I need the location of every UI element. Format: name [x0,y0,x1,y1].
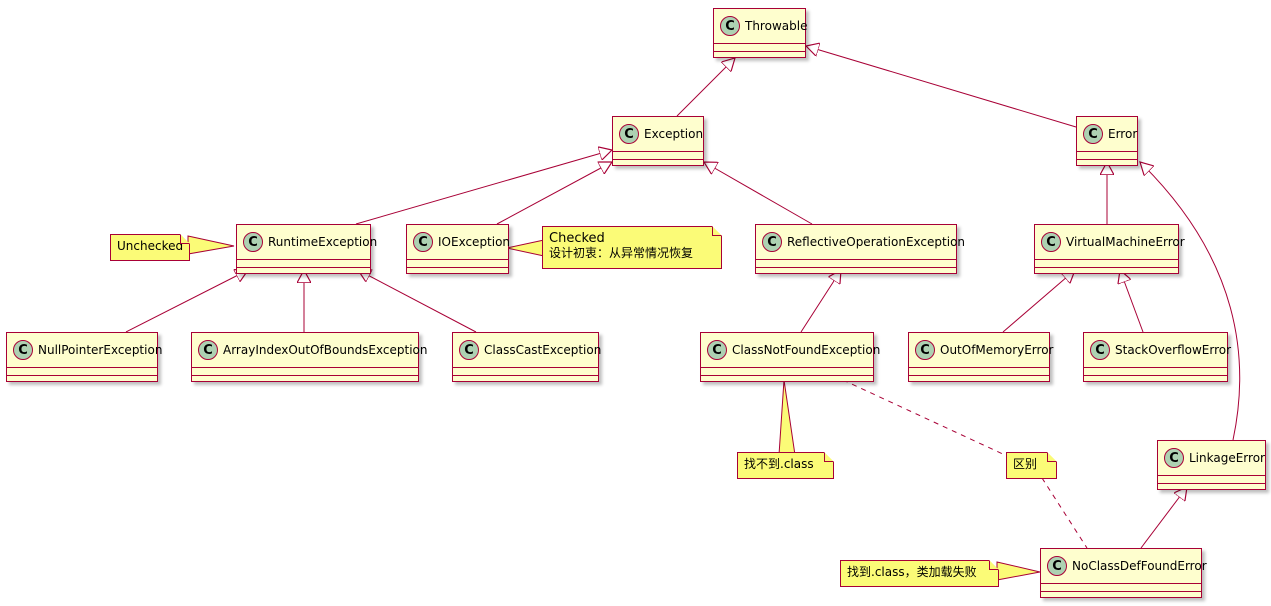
edge-error-throwable [806,46,1077,128]
class-icon: C [13,340,33,360]
note-found-class-load-failed: 找到.class，类加载失败 [840,560,999,587]
note-title: Checked [549,231,605,246]
edge-exception-throwable [676,58,735,117]
class-class-cast-exception: C ClassCastException [452,332,602,382]
edge-reflective-exception [704,162,813,225]
edge-linkage-error [1140,162,1241,441]
class-name: IOException [438,235,511,249]
note-not-found-class: 找不到.class [737,452,834,479]
class-name: LinkageError [1189,451,1265,465]
edge-oome-vme [1002,270,1075,333]
class-icon: C [459,340,479,360]
class-name: StackOverflowError [1115,343,1232,357]
note-checked: Checked 设计初衷：从异常情况恢复 [542,226,722,269]
class-name: Exception [644,127,704,141]
class-io-exception: C IOException [406,224,511,274]
class-class-not-found-exception: C ClassNotFoundException [700,332,880,382]
note-pointer-unchecked [187,235,235,255]
class-no-class-def-found-error: C NoClassDefFoundError [1040,548,1207,598]
class-virtual-machine-error: C VirtualMachineError [1034,224,1185,274]
class-exception: C Exception [612,116,704,166]
edge-runtime-exception [355,150,612,225]
class-array-index-out-of-bounds-exception: C ArrayIndexOutOfBoundsException [191,332,428,382]
class-linkage-error: C LinkageError [1157,440,1266,490]
class-icon: C [707,340,727,360]
class-name: VirtualMachineError [1066,235,1185,249]
note-link-difference-ncdfe [1041,477,1088,549]
note-pointer-not-found [778,379,796,456]
class-icon: C [243,232,263,252]
edge-io-exception [496,162,612,225]
class-runtime-exception: C RuntimeException [236,224,377,274]
note-pointer-checked [506,239,545,257]
class-stack-overflow-error: C StackOverflowError [1083,332,1232,382]
class-throwable: C Throwable [713,8,808,58]
edge-ncdfe-linkage [1140,487,1187,549]
class-name: OutOfMemoryError [940,343,1054,357]
class-name: RuntimeException [268,235,378,249]
class-icon: C [1041,232,1061,252]
class-icon: C [198,340,218,360]
note-unchecked: Unchecked [110,234,190,261]
class-name: NullPointerException [38,343,163,357]
class-name: NoClassDefFoundError [1072,559,1207,573]
class-name: Throwable [745,19,808,33]
class-icon: C [1164,448,1184,468]
class-name: ReflectiveOperationException [787,235,966,249]
class-icon: C [720,16,740,36]
note-text: 设计初衷：从异常情况恢复 [549,246,694,260]
class-icon: C [1090,340,1110,360]
class-icon: C [1047,556,1067,576]
class-name: ArrayIndexOutOfBoundsException [223,343,428,357]
class-icon: C [413,232,433,252]
class-icon: C [619,124,639,144]
class-name: Error [1108,127,1138,141]
note-link-difference-cnfe [842,379,1006,456]
class-icon: C [1083,124,1103,144]
class-null-pointer-exception: C NullPointerException [6,332,162,382]
class-reflective-operation-exception: C ReflectiveOperationException [755,224,965,274]
class-name: ClassNotFoundException [732,343,881,357]
note-pointer-load-failed [996,561,1041,581]
note-difference: 区别 [1006,452,1057,479]
class-out-of-memory-error: C OutOfMemoryError [908,332,1054,382]
class-icon: C [762,232,782,252]
edge-npe-runtime [125,270,248,333]
edge-soe-vme [1120,270,1144,333]
edge-cce-runtime [358,270,477,333]
class-name: ClassCastException [484,343,602,357]
edge-cnfe-reflective [800,270,841,333]
class-error: C Error [1076,116,1138,166]
class-icon: C [915,340,935,360]
